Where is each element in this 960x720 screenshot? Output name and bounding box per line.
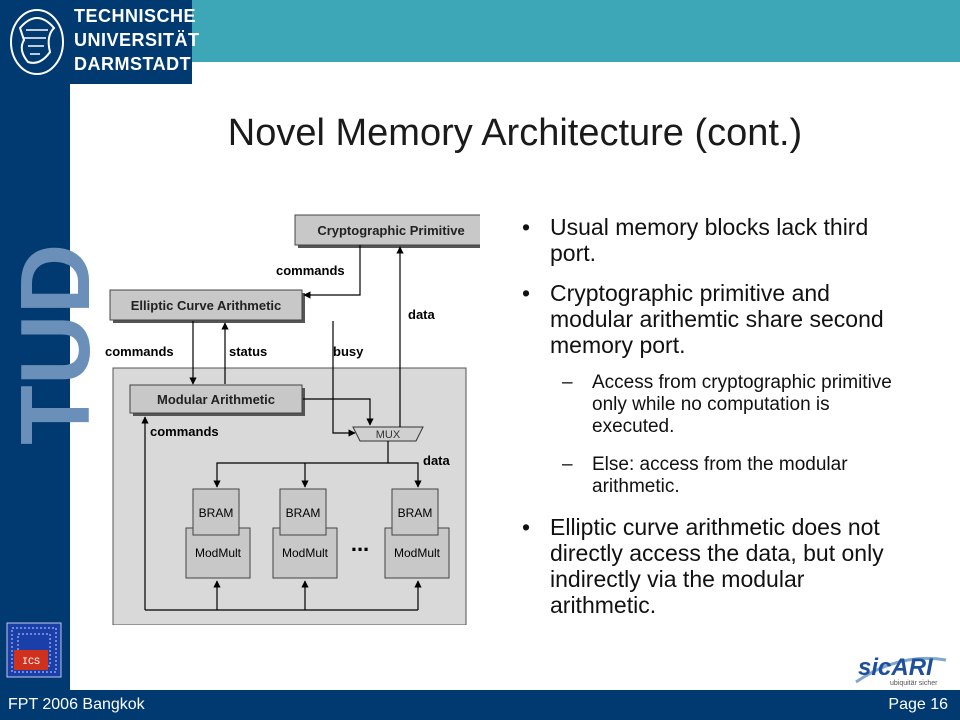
label-data-right: data (408, 307, 436, 322)
elliptic-curve-box: Elliptic Curve Arithmetic (109, 289, 305, 323)
sub-bullet-mark: – (562, 454, 573, 475)
bullet-1-text: Usual memory blocks lack third port. (550, 214, 869, 266)
label-commands-top: commands (276, 263, 345, 278)
bram-3-label: BRAM (398, 506, 433, 520)
architecture-diagram: Cryptographic Primitive Elliptic Curve A… (105, 214, 480, 625)
bullet-2: • Cryptographic primitive and modular ar… (522, 280, 910, 358)
bram-1-label: BRAM (199, 506, 234, 520)
bullet-mark: • (522, 214, 531, 240)
label-busy: busy (333, 344, 364, 359)
sub-bullet-1-text: Access from cryptographic primitive only… (592, 372, 892, 437)
crypto-primitive-box: Cryptographic Primitive (294, 214, 480, 248)
mux-block: MUX (352, 426, 424, 442)
sicari-tagline: ubiquitär sicher (890, 680, 938, 687)
university-logo: TECHNISCHE UNIVERSITÄT DARMSTADT (0, 0, 199, 84)
unit-1: BRAM ModMult (185, 488, 251, 579)
modmult-1-label: ModMult (195, 546, 242, 560)
footer-band (0, 690, 960, 720)
sicari-swoosh-icon (855, 656, 947, 684)
label-status: status (229, 344, 267, 359)
university-line-3: DARMSTADT (74, 54, 192, 74)
sub-bullet-mark: – (562, 372, 573, 393)
ics-logo-text: ICS (22, 657, 40, 668)
left-sidebar-band (0, 0, 70, 720)
sub-bullet-2: – Else: access from the modular arithmet… (562, 454, 892, 498)
sicari-logo: sicARI ubiquitär sicher (850, 648, 950, 690)
sub-bullet-1: – Access from cryptographic primitive on… (562, 372, 892, 438)
bullet-mark: • (522, 280, 531, 306)
modular-arithmetic-box: Modular Arithmetic (129, 384, 305, 416)
bullet-3-text: Elliptic curve arithmetic does not direc… (550, 514, 884, 618)
label-data-inner: data (423, 453, 451, 468)
footer-page-number: Page 16 (888, 696, 948, 713)
bullet-1: • Usual memory blocks lack third port. (522, 214, 910, 266)
modmult-3-label: ModMult (394, 546, 441, 560)
modmult-2-label: ModMult (282, 546, 329, 560)
label-commands-left: commands (105, 344, 174, 359)
footer-event: FPT 2006 Bangkok (8, 696, 145, 713)
ellipsis-label: ... (351, 531, 369, 556)
athena-head-icon (10, 9, 64, 75)
label-commands-inner: commands (150, 424, 219, 439)
crypto-primitive-label: Cryptographic Primitive (317, 223, 464, 238)
unit-2: BRAM ModMult (272, 488, 338, 579)
sicari-logo-text: sicARI (858, 654, 933, 681)
top-header-band (70, 0, 960, 62)
slide-title: Novel Memory Architecture (cont.) (227, 112, 803, 154)
modular-arithmetic-label: Modular Arithmetic (157, 392, 275, 407)
bullet-3: • Elliptic curve arithmetic does not dir… (522, 514, 910, 618)
university-line-1: TECHNISCHE (74, 6, 197, 26)
ics-logo: ICS (6, 622, 62, 678)
tud-side-logo: TUD (0, 243, 110, 445)
university-line-2: UNIVERSITÄT (74, 30, 200, 50)
elliptic-curve-label: Elliptic Curve Arithmetic (131, 298, 282, 313)
sub-bullet-2-text: Else: access from the modular arithmetic… (592, 454, 848, 497)
bullet-2-text: Cryptographic primitive and modular arit… (550, 280, 884, 358)
unit-3: BRAM ModMult (384, 488, 450, 579)
mux-label: MUX (376, 429, 401, 441)
bram-2-label: BRAM (286, 506, 321, 520)
bullet-mark: • (522, 514, 531, 540)
